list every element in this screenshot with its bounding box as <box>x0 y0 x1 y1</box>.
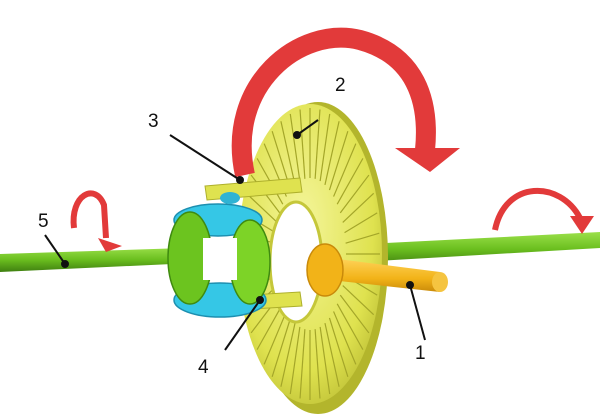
ring-gear-tooth <box>324 323 340 387</box>
leader-line-4 <box>224 299 261 351</box>
side-gears <box>167 211 271 305</box>
ring-gear-tooth <box>280 121 296 185</box>
leader-line-2 <box>296 119 319 136</box>
ring-gear-tooth <box>342 192 375 223</box>
ring-gear-tooth <box>299 109 306 179</box>
ring-gear-tooth <box>345 232 380 244</box>
left-axle <box>0 247 215 272</box>
leader-dot-4 <box>256 296 264 304</box>
ring-gear-tooth <box>280 323 296 387</box>
ring-gear-tooth <box>245 192 278 223</box>
ring-gear-tooth <box>344 212 378 234</box>
ring-gear-tooth <box>314 329 321 399</box>
leader-dot-2 <box>293 131 301 139</box>
ring-gear-tooth <box>263 311 287 365</box>
ring-gear-tooth <box>342 285 375 316</box>
ring-gear-tooth <box>271 317 292 378</box>
ring-gear-tooth <box>339 294 370 334</box>
label-4: 4 <box>198 357 209 378</box>
ring-gear-tooth <box>339 174 370 214</box>
ring-gear-tooth <box>336 303 364 350</box>
ring-gear-tooth <box>333 143 357 197</box>
ring-gear-tooth <box>333 311 357 365</box>
left-axle-rotation-arrow <box>70 190 122 252</box>
leader-line-5 <box>44 234 66 265</box>
label-5: 5 <box>38 211 49 232</box>
ring-gear-tooth <box>319 113 331 182</box>
leader-line-3 <box>169 134 241 181</box>
ring-gear-tooth <box>319 326 331 395</box>
ring-gear-tooth <box>299 329 306 399</box>
right-axle-rotation-arrow <box>492 187 594 234</box>
label-2: 2 <box>335 75 346 96</box>
ring-gear-tooth <box>328 130 349 191</box>
ring-gear-tooth <box>289 113 301 182</box>
label-3: 3 <box>148 111 159 132</box>
ring-gear-tooth <box>336 158 364 205</box>
label-1: 1 <box>415 343 426 364</box>
leader-dot-3 <box>236 176 244 184</box>
ring-gear-tooth <box>256 303 284 350</box>
ring-gear-tooth <box>324 121 340 185</box>
ring-gear-tooth <box>314 109 321 179</box>
leader-lines <box>44 119 426 351</box>
leader-dot-1 <box>406 281 414 289</box>
leader-dot-5 <box>61 260 69 268</box>
ring-gear-tooth <box>289 326 301 395</box>
leader-line-1 <box>409 284 426 341</box>
ring-rotation-arrow <box>231 27 460 178</box>
ring-gear-tooth <box>328 317 349 378</box>
